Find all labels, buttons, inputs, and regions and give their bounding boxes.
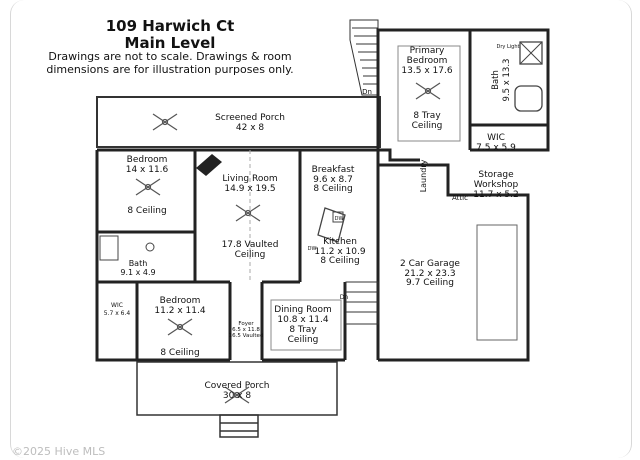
copyright-watermark: ©2025 Hive MLS bbox=[12, 445, 106, 458]
foyer-ceil: 16.5 Vaulted bbox=[229, 333, 264, 339]
primary-bedroom-name-1: Primary bbox=[410, 46, 445, 56]
screened-porch-outline bbox=[96, 96, 381, 148]
garage-dims: 21.2 x 23.3 bbox=[404, 269, 455, 279]
bedroom-front-dims: 11.2 x 11.4 bbox=[154, 306, 205, 316]
dry-light-label: Dry Light bbox=[497, 44, 520, 50]
storage-workshop-dims: 11.7 x 5.2 bbox=[473, 190, 518, 200]
bedroom-front-name: Bedroom bbox=[160, 296, 201, 306]
garage-name: 2 Car Garage bbox=[400, 259, 460, 269]
primary-shower bbox=[519, 41, 543, 65]
living-room-name: Living Room bbox=[222, 174, 277, 184]
bath-left-shower bbox=[99, 235, 119, 261]
bedroom-left-name: Bedroom bbox=[127, 155, 168, 165]
ceiling-fan-icon bbox=[415, 82, 441, 100]
wic-left-dims: 5.7 x 6.4 bbox=[104, 310, 131, 317]
kitchen-island bbox=[317, 207, 346, 243]
storage-workshop-name-1: Storage bbox=[478, 170, 514, 180]
covered-porch-dims: 30 x 8 bbox=[223, 391, 252, 401]
primary-bedroom-ceil-1: 8 Tray bbox=[413, 111, 441, 121]
level-title: Main Level bbox=[124, 34, 216, 52]
dining-room-dims: 10.8 x 11.4 bbox=[277, 315, 328, 325]
primary-bedroom-name-2: Bedroom bbox=[407, 56, 448, 66]
wic-primary-dims: 7.5 x 5.9 bbox=[476, 143, 516, 153]
bath-primary-name: Bath bbox=[491, 70, 501, 90]
wic-primary-name: WIC bbox=[487, 133, 505, 143]
kitchen-ceil: 8 Ceiling bbox=[320, 256, 359, 266]
covered-porch-name: Covered Porch bbox=[204, 381, 269, 391]
living-room-ceil-2: Ceiling bbox=[235, 250, 266, 260]
dishwasher bbox=[332, 211, 344, 223]
ceiling-fan-icon bbox=[152, 113, 178, 131]
address-title: 109 Harwich Ct bbox=[105, 17, 235, 35]
breakfast-ceil: 8 Ceiling bbox=[313, 184, 352, 194]
laundry-name: Laundry bbox=[419, 159, 428, 192]
dining-room-name: Dining Room bbox=[274, 305, 332, 315]
attic-label: Attic bbox=[452, 194, 468, 202]
wic-left-name: WIC bbox=[111, 302, 123, 309]
bedroom-left-dims: 14 x 11.6 bbox=[126, 165, 169, 175]
fireplace bbox=[196, 154, 222, 176]
breakfast-name: Breakfast bbox=[312, 165, 355, 175]
primary-bedroom-ceil-2: Ceiling bbox=[412, 121, 443, 131]
dining-room-ceil-2: Ceiling bbox=[288, 335, 319, 345]
living-room-dims: 14.9 x 19.5 bbox=[224, 184, 275, 194]
kitchen-dims: 11.2 x 10.9 bbox=[314, 247, 365, 257]
covered-porch-outline bbox=[136, 361, 338, 438]
dw-label: DW bbox=[335, 216, 344, 222]
bath-primary-dims: 9.5 x 13.3 bbox=[502, 59, 512, 102]
primary-suite-walls bbox=[376, 28, 550, 162]
ceiling-fan-icon bbox=[224, 386, 250, 404]
primary-tub bbox=[514, 85, 543, 112]
garage-stairs bbox=[345, 281, 379, 325]
screened-porch-dims: 42 x 8 bbox=[236, 123, 265, 133]
breakfast-dims: 9.6 x 8.7 bbox=[313, 175, 353, 185]
bedroom-front-ceil: 8 Ceiling bbox=[160, 348, 199, 358]
dw2-label: DW bbox=[308, 246, 317, 252]
disclaimer-line-1: Drawings are not to scale. Drawings & ro… bbox=[48, 50, 292, 63]
dn-top-label: Dn bbox=[362, 88, 372, 96]
garage-door-line bbox=[476, 224, 518, 341]
bath-left-toilet bbox=[145, 242, 155, 252]
disclaimer-line-2: dimensions are for illustration purposes… bbox=[46, 63, 294, 76]
primary-bedroom-dims: 13.5 x 17.6 bbox=[401, 66, 452, 76]
ceiling-fan-icon bbox=[135, 178, 161, 196]
ceiling-fan-icon bbox=[167, 318, 193, 336]
main-walls bbox=[95, 148, 530, 362]
bath-left-dims: 9.1 x 4.9 bbox=[120, 268, 155, 277]
image-frame bbox=[10, 0, 632, 458]
foyer-name: Foyer bbox=[238, 321, 254, 327]
living-room-ceil-1: 17.8 Vaulted bbox=[222, 240, 279, 250]
top-stairs bbox=[349, 19, 379, 96]
storage-workshop-name-2: Workshop bbox=[474, 180, 519, 190]
bath-left-name: Bath bbox=[129, 259, 148, 268]
ceiling-fan-icon bbox=[235, 204, 261, 222]
primary-tray-outline bbox=[397, 45, 461, 142]
dining-room-ceil-1: 8 Tray bbox=[289, 325, 317, 335]
screened-porch-name: Screened Porch bbox=[215, 113, 285, 123]
foyer-dims: 6.5 x 11.8 bbox=[232, 327, 260, 333]
kitchen-name: Kitchen bbox=[323, 237, 357, 247]
garage-ceil: 9.7 Ceiling bbox=[406, 278, 454, 288]
dining-tray-outline bbox=[270, 299, 342, 351]
dn-garage-label: Dn bbox=[340, 294, 349, 301]
bedroom-left-ceil: 8 Ceiling bbox=[127, 206, 166, 216]
